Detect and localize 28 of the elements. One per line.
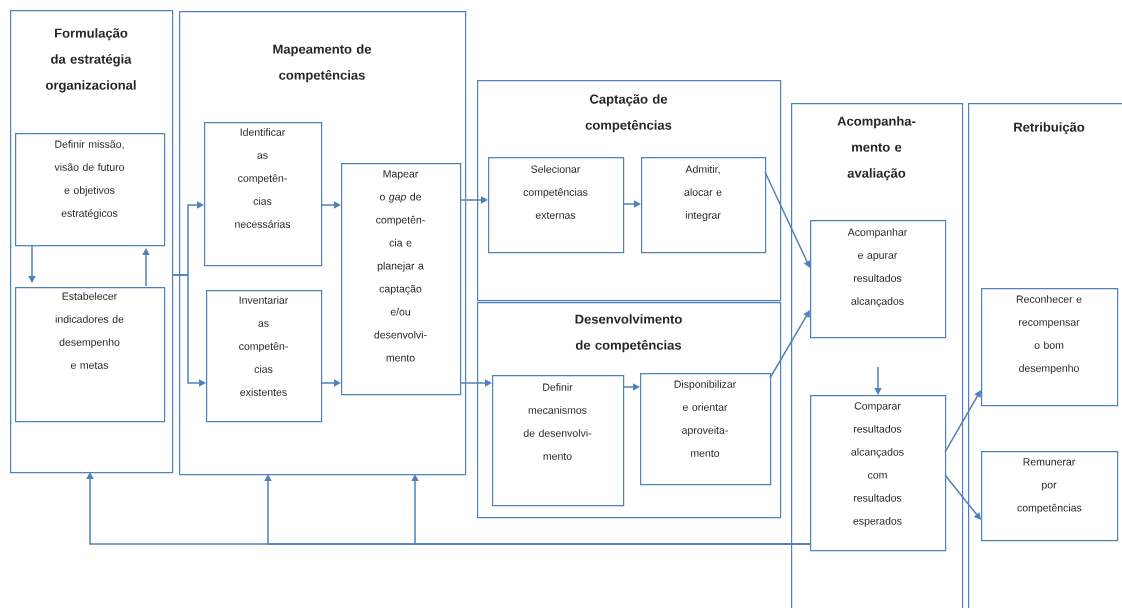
arrow [764,171,811,268]
process-box: Identificar as competên- cias necessárias [204,122,323,267]
process-box: Remunerar por competências [981,451,1119,542]
arrow [944,390,981,453]
process-box: Estabelecer indicadores de desempenho e metas [15,287,166,423]
process-box: Mapear o gap de competên- cia e planejar a captação e/ou desenvolvi- mento [341,163,462,396]
arrow [28,245,36,283]
arrow [769,310,810,379]
process-box: Reconhecer e recompensar o bom desempenho [981,288,1119,407]
arrow [171,274,206,387]
arrow [459,379,492,387]
arrow [320,201,341,209]
arrow [874,366,882,395]
process-box: Selecionar competências externas [488,157,625,254]
process-box: Definir missão, visão de futuro e objetivos estratégicos [15,133,166,247]
process-box: Disponibilizar e orientar aproveita- mento [640,373,772,486]
arrow [944,474,981,520]
process-box: Acompanhar e apurar resultados alcançados [810,220,947,339]
arrow [622,383,640,391]
arrow [320,379,341,387]
arrow [142,248,150,287]
arrow [411,474,811,545]
arrow [459,196,488,204]
process-box: Admitir, alocar e integrar [641,157,767,254]
process-box: Definir mecanismos de desenvolvi- mento [492,375,625,507]
process-box: Inventariar as competên- cias existentes [206,290,323,423]
arrow [622,200,641,208]
process-box: Comparar resultados alcançados com resultados esperados [810,395,947,552]
